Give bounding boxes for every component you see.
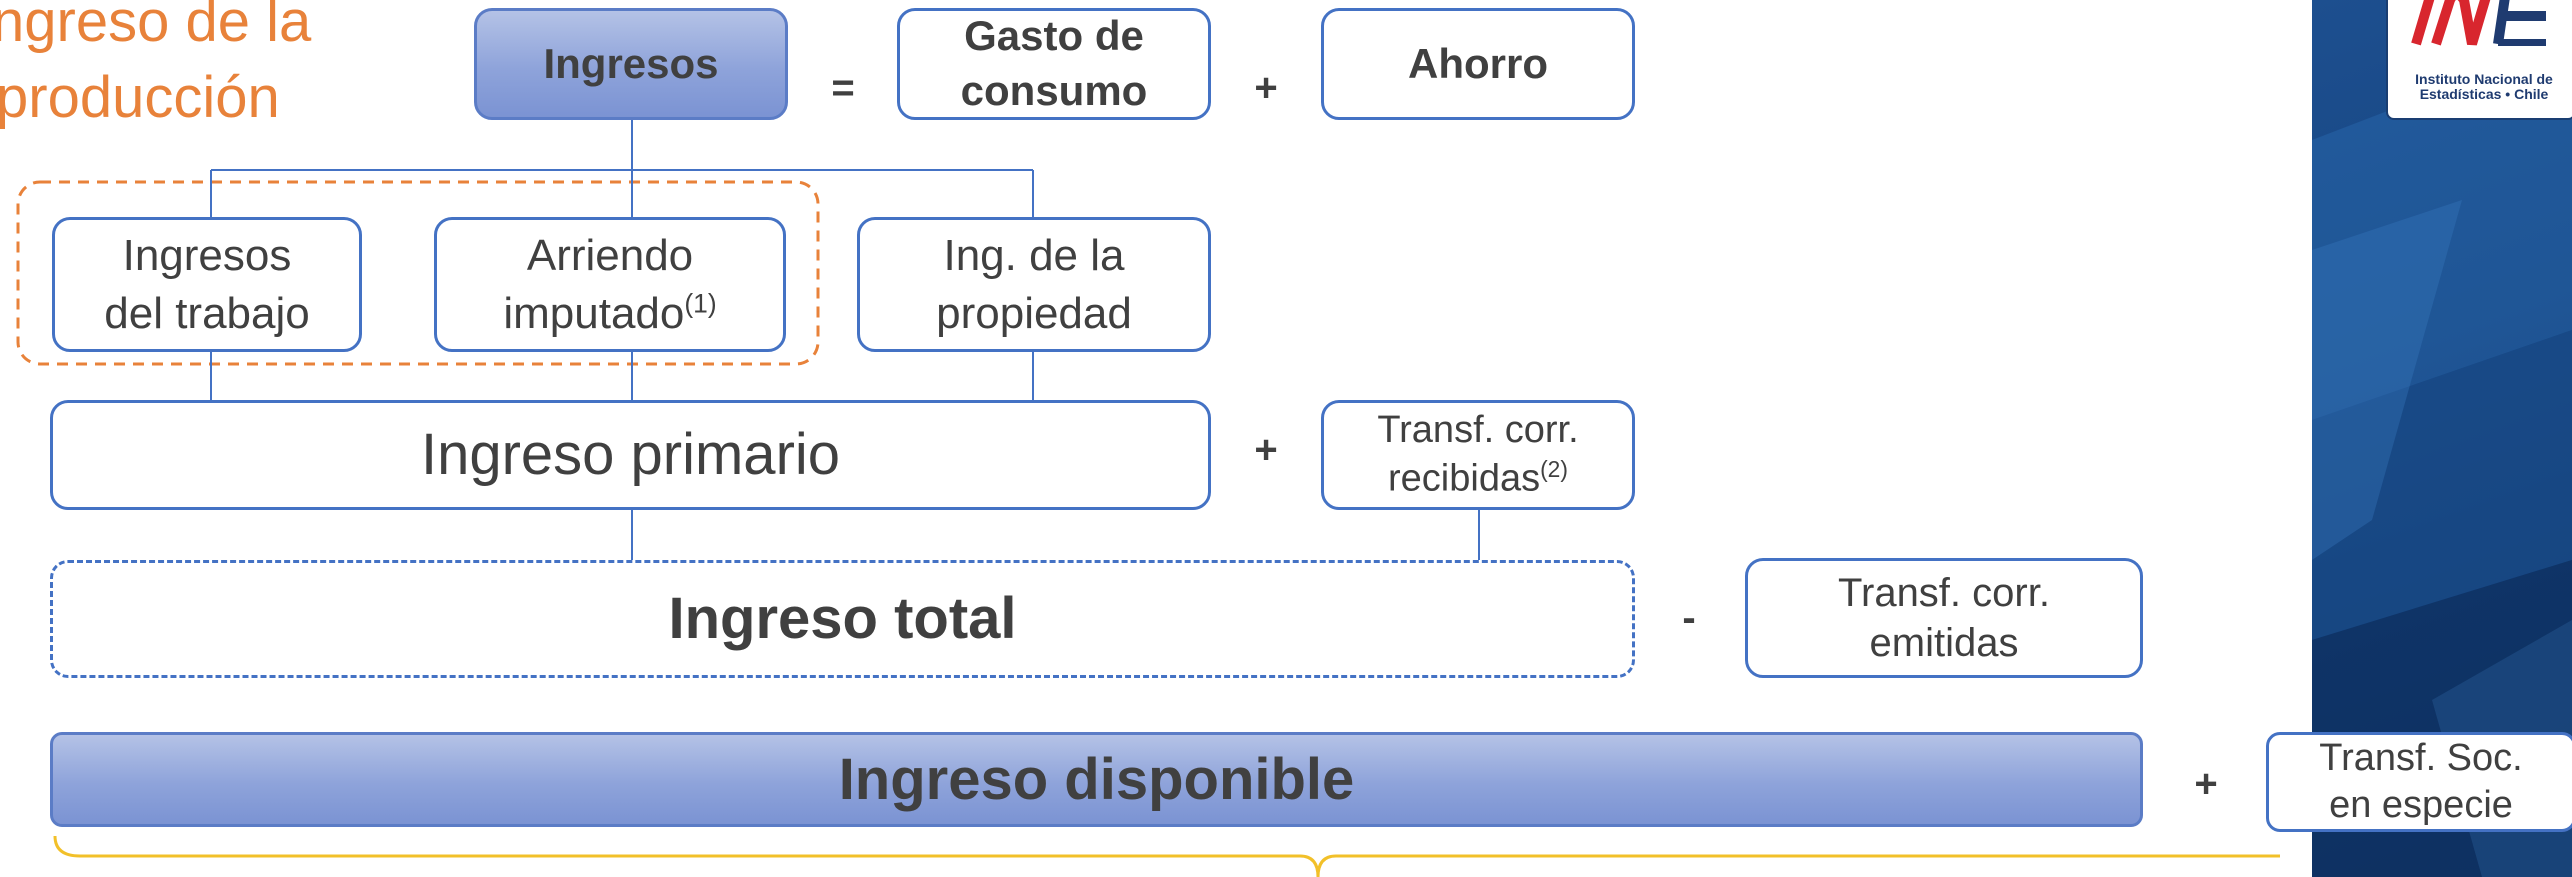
logo-stroke-n	[2431, 0, 2491, 46]
ingreso-total-box: Ingreso total	[50, 560, 1635, 678]
ingreso-primario-label: Ingreso primario	[420, 422, 841, 488]
brand-sidebar	[2312, 0, 2572, 877]
title-line-1: ngreso de la	[0, 0, 312, 54]
gasto-consumo-box: Gasto de consumo	[897, 8, 1211, 120]
sidebar-facet	[2312, 40, 2572, 420]
arriendo-imputado-box: Arriendo imputado(1)	[434, 217, 786, 352]
sidebar-facet	[2312, 200, 2462, 560]
sidebar-facet	[2312, 330, 2572, 640]
arriendo-imputado-line-2: imputado	[503, 288, 685, 338]
ingreso-disponible-label: Ingreso disponible	[838, 746, 1355, 812]
sidebar-facets	[2312, 40, 2572, 877]
ingresos-trabajo-box: Ingresos del trabajo	[52, 217, 362, 352]
logo-text-line-1: Instituto Nacional de	[2415, 71, 2553, 87]
transf-recibidas-line-2: recibidas	[1388, 457, 1541, 500]
equals-sign: =	[831, 66, 855, 110]
minus-sign-emitidas: -	[1682, 596, 1696, 640]
ing-propiedad-line-2: propiedad	[936, 288, 1132, 338]
ing-propiedad-box: Ing. de la propiedad	[857, 217, 1211, 352]
gasto-consumo-line-2: consumo	[960, 67, 1148, 114]
gasto-consumo-line-1: Gasto de	[964, 12, 1144, 60]
transf-recibidas-line-1: Transf. corr.	[1377, 409, 1579, 452]
ine-logo-text: Instituto Nacional de Estadísticas • Chi…	[2396, 72, 2572, 102]
logo-stroke-i	[2411, 0, 2435, 46]
plus-sign-ahorro: +	[1254, 66, 1278, 110]
footnote-marker-2: (2)	[1540, 455, 1568, 482]
ine-logo-mark	[2411, 0, 2546, 46]
plus-sign-soc: +	[2194, 762, 2218, 806]
transf-emitidas-box: Transf. corr. emitidas	[1745, 558, 2143, 678]
ahorro-label: Ahorro	[1408, 39, 1548, 87]
ahorro-box: Ahorro	[1321, 8, 1635, 120]
logo-text-line-2: Estadísticas • Chile	[2419, 86, 2549, 102]
transf-soc-box: Transf. Soc. en especie	[2266, 732, 2572, 832]
ine-logo: Instituto Nacional de Estadísticas • Chi…	[2386, 0, 2572, 120]
title-line-2: producción	[0, 65, 280, 130]
ing-propiedad-line-1: Ing. de la	[943, 231, 1125, 281]
ingreso-total-label: Ingreso total	[668, 586, 1017, 652]
plus-sign-recibidas: +	[1254, 428, 1278, 472]
ingresos-trabajo-line-1: Ingresos	[122, 231, 292, 281]
footnote-marker-1: (1)	[684, 287, 717, 318]
transf-soc-line-1: Transf. Soc.	[2319, 736, 2523, 779]
ingresos-label: Ingresos	[543, 39, 719, 87]
transf-emitidas-line-1: Transf. corr.	[1838, 571, 2050, 615]
transf-soc-line-2: en especie	[2329, 784, 2513, 826]
transf-recibidas-box: Transf. corr. recibidas(2)	[1321, 400, 1635, 510]
logo-stroke-e	[2493, 0, 2546, 46]
bottom-brace	[53, 835, 2280, 877]
transf-emitidas-line-2: emitidas	[1869, 621, 2019, 665]
ingresos-trabajo-line-2: del trabajo	[104, 288, 310, 338]
arriendo-imputado-line-1: Arriendo	[526, 231, 694, 281]
labour-group-outline	[16, 180, 820, 366]
ingresos-box: Ingresos	[474, 8, 788, 120]
ingreso-primario-box: Ingreso primario	[50, 400, 1211, 510]
ingreso-disponible-box: Ingreso disponible	[50, 732, 2143, 827]
